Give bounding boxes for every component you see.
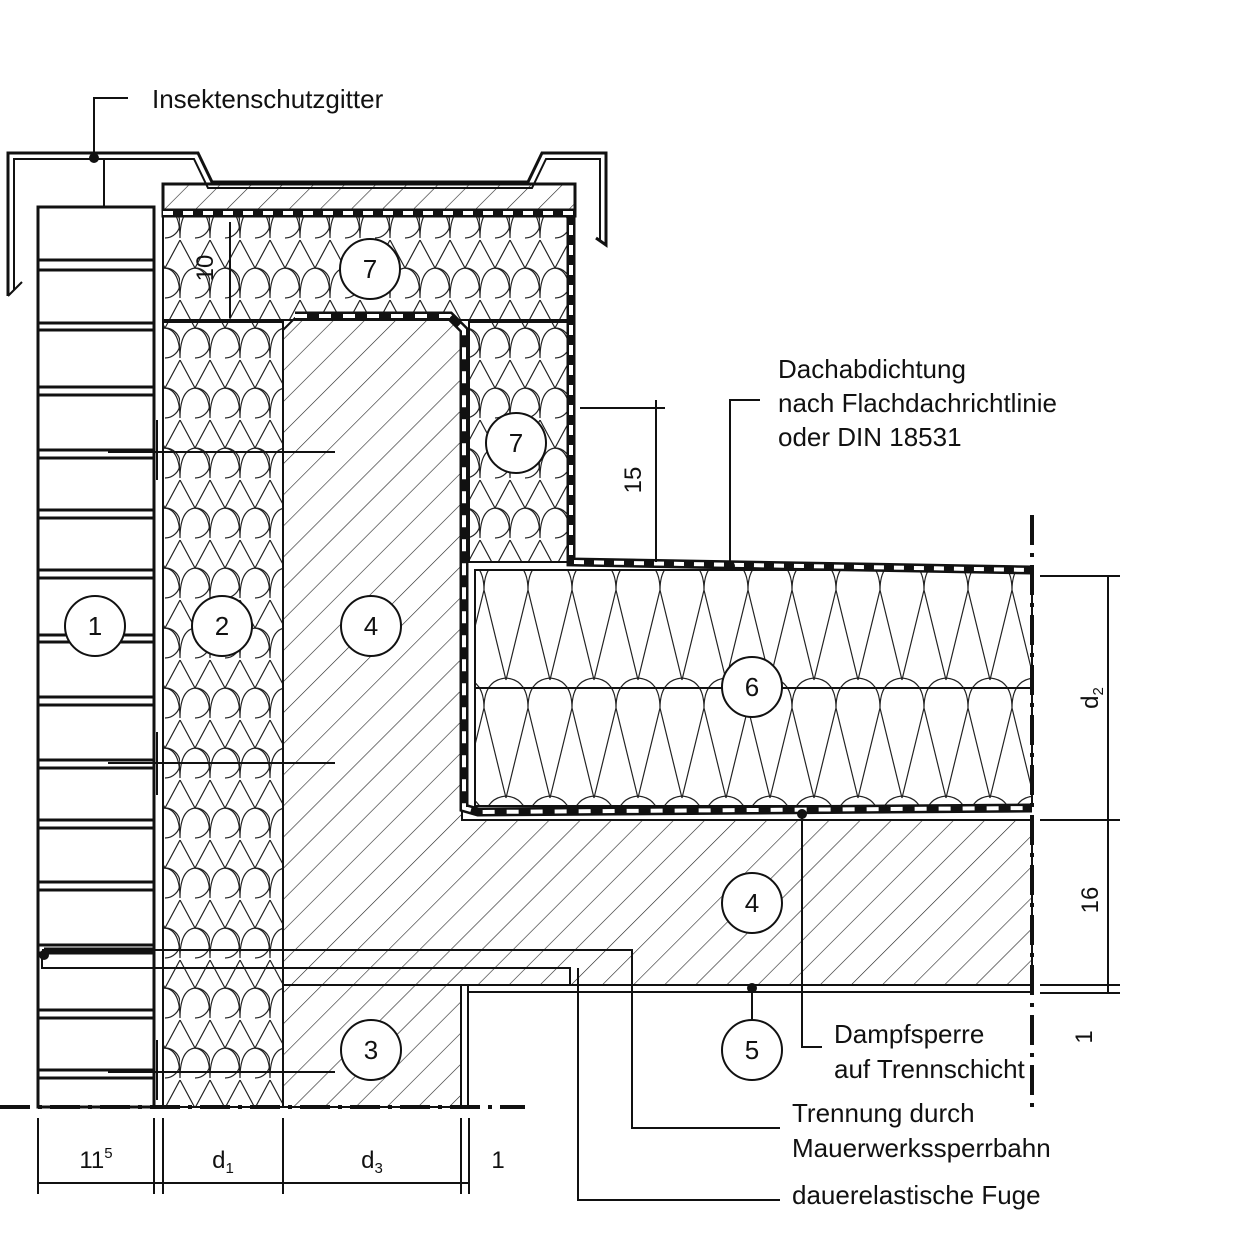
brick-facade	[36, 205, 156, 1109]
label-joint: dauerelastische Fuge	[792, 1180, 1041, 1210]
label-separation-line2: Mauerwerkssperrbahn	[792, 1133, 1051, 1163]
label-vapor-barrier-line2: auf Trennschicht	[834, 1054, 1026, 1084]
marker-4-wall: 4	[364, 611, 378, 641]
dim-d2: d2	[1077, 687, 1107, 709]
component-markers	[64, 238, 783, 1081]
wall-ties	[108, 420, 335, 1100]
marker-3: 3	[364, 1035, 378, 1065]
wall-insulation	[162, 321, 284, 1108]
marker-1: 1	[88, 611, 102, 641]
marker-4-slab: 4	[745, 888, 759, 918]
label-separation-line1: Trennung durch	[792, 1098, 975, 1128]
dim-d1: d1	[212, 1147, 234, 1177]
roof-sealing-membrane	[163, 208, 1033, 817]
axis-lines	[0, 515, 1034, 1109]
marker-5: 5	[745, 1035, 759, 1065]
dim-1-bottom: 1	[491, 1147, 504, 1174]
label-roof-sealing-line3: oder DIN 18531	[778, 422, 962, 452]
dim-10: 10	[192, 255, 219, 282]
marker-7-side: 7	[509, 428, 523, 458]
dim-16: 16	[1077, 887, 1104, 914]
dim-11-5: 115	[79, 1145, 112, 1174]
dim-d3: d3	[361, 1147, 383, 1177]
label-vapor-barrier-line1: Dampfsperre	[834, 1019, 984, 1049]
dim-1-right: 1	[1071, 1030, 1098, 1043]
marker-2: 2	[215, 611, 229, 641]
marker-6: 6	[745, 672, 759, 702]
label-insect-screen: Insektenschutzgitter	[152, 84, 384, 114]
marker-7-top: 7	[363, 254, 377, 284]
metal-coping	[6, 151, 608, 296]
label-roof-sealing-line1: Dachabdichtung	[778, 354, 966, 384]
dim-15: 15	[620, 467, 647, 494]
label-roof-sealing-line2: nach Flachdachrichtlinie	[778, 388, 1057, 418]
